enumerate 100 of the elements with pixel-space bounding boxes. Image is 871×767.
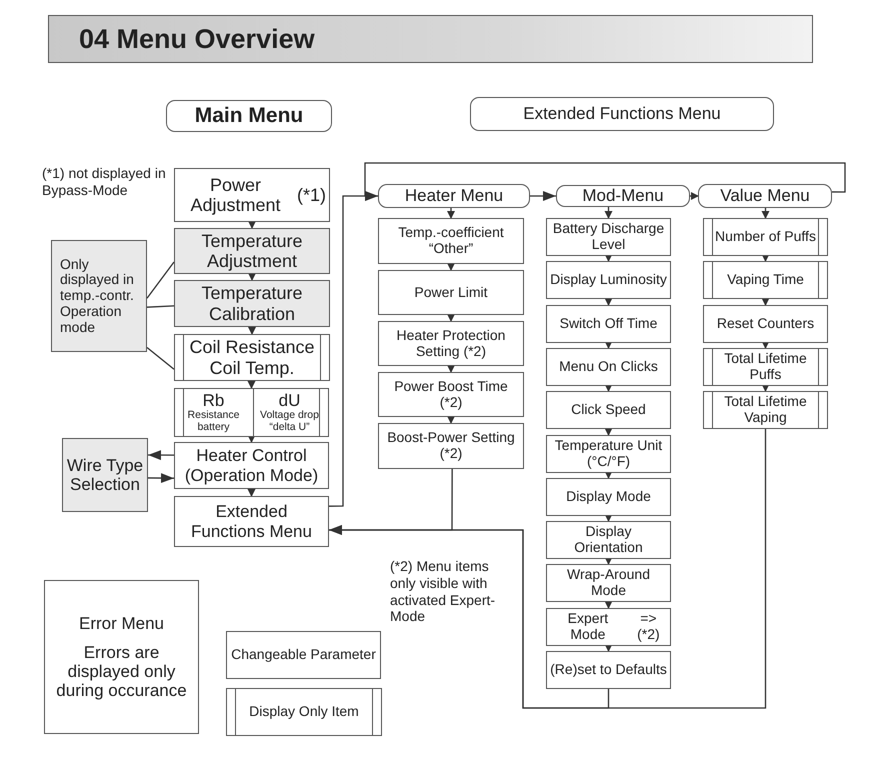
arrow [762,384,770,392]
menu-item-box [546,261,671,299]
node-label: Coil Resistance Coil Temp. [188,337,316,378]
arrow [604,514,612,522]
node-label: Temperature Adjustment [200,230,304,272]
node-label: Errors are displayed only during occurance [55,642,188,700]
menu-item-box [174,496,329,547]
menu-item-box [378,372,524,417]
menu-heading [378,184,530,208]
menu-heading [698,184,832,208]
menu-item-box [378,270,524,315]
menu-item-box [546,348,671,386]
node-label: Power Boost Time (*2) [393,378,509,410]
arrow [248,489,256,497]
arrow [248,221,256,229]
arrow [248,273,256,281]
display-only-box [174,388,329,437]
menu-item-box [546,651,671,689]
arrow [329,429,766,709]
arrow [604,601,612,609]
node-label: Expert Mode [566,611,610,643]
node-label: Main Menu [194,104,304,128]
arrow [604,254,612,262]
node-label: Heater Protection Setting (*2) [396,328,506,360]
node-label: Mod-Menu [582,186,664,206]
display-only-box [703,261,828,299]
menu-item-box [546,608,671,646]
arrow [447,314,455,322]
node-label: Power Limit [414,284,488,300]
menu-item-box [546,218,671,256]
display-only-box [703,348,828,386]
error-menu-box [44,580,199,734]
arrow [690,192,699,200]
node-label: Switch Off Time [560,316,658,332]
node-label: (Re)set to Defaults [550,662,667,678]
menu-heading [470,97,774,131]
arrow [248,381,256,389]
menu-item-box [174,442,329,489]
arrow [604,557,612,565]
node-label: Extended Functions Menu [523,104,721,124]
conditional-item-box [62,438,148,512]
node-label: Extended Functions Menu [190,502,313,541]
node-label: Display Mode [566,489,651,505]
arrow [530,191,556,201]
conditional-item-box [174,280,330,327]
node-label: Changeable Parameter [231,647,376,663]
arrow [447,208,455,219]
footnote-mark: (*1) [296,184,326,206]
display-only-box [703,391,828,429]
leader-line [146,262,175,299]
node-label: Display Luminosity [550,272,667,288]
node-label: Vaping Time [727,272,804,288]
arrow [604,341,612,349]
arrow [248,435,256,443]
arrow [762,341,770,349]
node-label: Click Speed [571,402,646,418]
node-label: Display Orientation [573,524,644,556]
node-label: Rb [202,392,224,410]
node-label: Heater Control (Operation Mode) [184,446,320,485]
arrow [604,207,612,219]
arrow [447,365,455,373]
note-box [51,240,147,352]
node-label: Boost-Power Setting (*2) [386,430,516,462]
title: 04 Menu Overview [79,24,315,54]
node-label: Error Menu [78,614,164,633]
arrow [604,384,612,392]
footnote: (*1) not displayed in Bypass-Mode [42,165,167,199]
node-label: Voltage drop “delta U” [259,410,320,434]
leader-line [146,305,174,308]
node-label: Value Menu [720,186,810,206]
node-label: Only displayed in temp.-contr. Operation mode [60,256,135,336]
node-label: Temp.-coefficient “Other” [397,225,505,257]
node-label: Heater Menu [404,186,504,206]
node-label: Reset Counters [716,316,814,332]
node-label: Power Adjustment [189,174,282,216]
menu-heading [166,100,332,132]
node-label: Total Lifetime Puffs [723,351,808,383]
display-only-box [226,688,382,736]
node-label: Number of Puffs [715,229,816,245]
arrow [604,471,612,479]
menu-item-box [174,168,330,222]
menu-item-box [546,305,671,343]
menu-item-box [546,564,671,602]
arrow [762,298,770,306]
node-label: Wrap-Around Mode [566,567,651,599]
arrow [248,327,256,335]
conditional-item-box [174,228,330,274]
arrow [604,644,612,652]
node-label: Resistance battery [186,410,240,434]
menu-item-box [378,423,524,469]
display-only-box [703,218,828,256]
menu-heading [556,185,690,207]
leader-line [146,347,174,370]
menu-item-box [226,631,381,679]
node-label: Temperature Unit (°C/°F) [554,438,664,470]
arrow [447,263,455,271]
node-label: Display Only Item [249,704,359,720]
node-label: Temperature Calibration [200,283,304,324]
footnote-mark: =>(*2) [636,611,661,643]
arrow [762,254,770,262]
